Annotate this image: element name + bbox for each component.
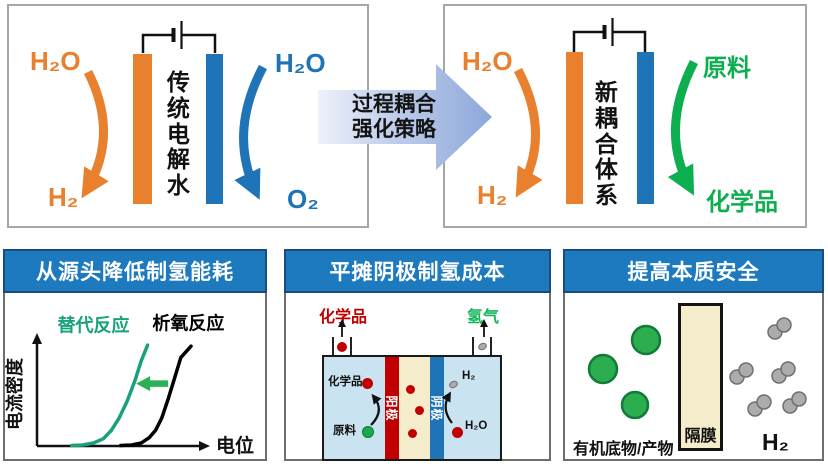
feedstock-to-chemical-arrow — [667, 59, 699, 196]
chemical-outlet-label: 化学品 — [319, 309, 368, 326]
h2-side-label: H₂ — [762, 429, 789, 455]
coupled-system-label: 新耦合体系 — [594, 79, 618, 208]
feedstock-dot — [362, 426, 374, 438]
cost-panel: 平摊阴极制氢成本 化学品 氢气 阳极 阴极 — [284, 249, 551, 461]
o2-output-label: O₂ — [287, 184, 319, 214]
polarization-curve-chart: 电位 电流密度 替代反应 析氧反应 — [5, 313, 254, 457]
svg-text:电流密度: 电流密度 — [5, 357, 25, 430]
h2o-to-h2-arrow — [514, 67, 543, 198]
circuit-and-flow-arrows-right — [514, 18, 699, 198]
feedstock-label: 原料 — [333, 425, 356, 437]
h2-molecules — [729, 317, 807, 417]
battery-icon — [141, 21, 217, 53]
energy-panel: 从源头降低制氢能耗 电位 电流密度 替代反应 析氧反应 — [3, 249, 267, 461]
membrane-channel — [399, 357, 430, 459]
ion-dot — [415, 406, 424, 415]
h2o-input-label: H₂O — [462, 46, 513, 76]
svg-text:替代反应: 替代反应 — [58, 315, 130, 336]
feedstock-input-label: 原料 — [703, 55, 751, 82]
h2o-dot — [452, 427, 463, 438]
organics-label: 有机底物/产物 — [573, 441, 674, 458]
anode-electrode: 阳极 — [385, 357, 399, 459]
h2-output-label: H₂ — [477, 180, 508, 210]
h2-product-label: H₂ — [462, 370, 476, 382]
strategy-arrow-text: 过程耦合 强化策略 — [334, 64, 454, 170]
safety-panel-title: 提高本质安全 — [563, 249, 824, 293]
strategy-line1: 过程耦合 — [352, 92, 436, 116]
organic-molecules — [587, 324, 662, 420]
up-arrow-icon — [480, 319, 488, 338]
chemical-molecule-dot — [337, 342, 347, 352]
strategy-line2: 强化策略 — [352, 118, 436, 141]
hydrogen-outlet-label: 氢气 — [467, 309, 500, 326]
chemical-dot — [362, 378, 373, 389]
cathode-electrode: 阴极 — [430, 357, 444, 459]
h2-output-label: H₂ — [48, 182, 79, 212]
battery-icon — [572, 18, 647, 52]
h2o-reactant-label: H₂O — [465, 420, 488, 432]
h2o-right-label: H₂O — [275, 48, 326, 78]
circuit-and-flow-arrows-left — [81, 21, 267, 200]
molecules-graphic — [587, 317, 807, 420]
anode-bar-orange — [133, 54, 152, 204]
h2o-to-h2-arrow — [81, 69, 109, 199]
cathode-reaction-arrow — [441, 391, 453, 424]
cathode-bar-blue — [206, 54, 223, 204]
energy-chart-area: 电位 电流密度 替代反应 析氧反应 — [5, 295, 265, 459]
membrane: 隔膜 — [678, 303, 723, 451]
chemical-output-label: 化学品 — [706, 189, 778, 216]
svg-text:析氧反应: 析氧反应 — [152, 313, 224, 334]
cathode-bar-blue — [637, 52, 654, 204]
h2o-left-label: H₂O — [30, 46, 81, 76]
cost-panel-title: 平摊阴极制氢成本 — [284, 249, 551, 293]
up-arrow-icon — [338, 319, 346, 338]
coupled-system-box: 新耦合体系 H₂O 原料 H₂ 化学品 — [443, 4, 807, 228]
ion-dot — [406, 385, 415, 394]
electrolysis-cell: 阳极 阴极 化学品 原料 H₂ H₂O — [322, 355, 502, 461]
ion-dot — [408, 429, 417, 438]
membrane-label: 隔膜 — [684, 428, 717, 445]
traditional-electrolysis-label: 传统电解水 — [166, 69, 190, 198]
svg-text:电位: 电位 — [216, 434, 254, 457]
anode-bar-orange — [566, 52, 583, 204]
traditional-electrolysis-box: 传统电解水 H₂O H₂O H₂ O₂ — [7, 4, 369, 228]
safety-panel: 提高本质安全 隔膜 有机底物/产物 H₂ — [563, 249, 824, 461]
anode-reaction-arrow — [370, 393, 382, 426]
energy-panel-title: 从源头降低制氢能耗 — [3, 249, 267, 293]
chemical-product-label: 化学品 — [328, 376, 363, 388]
h2o-to-o2-arrow — [234, 64, 267, 200]
